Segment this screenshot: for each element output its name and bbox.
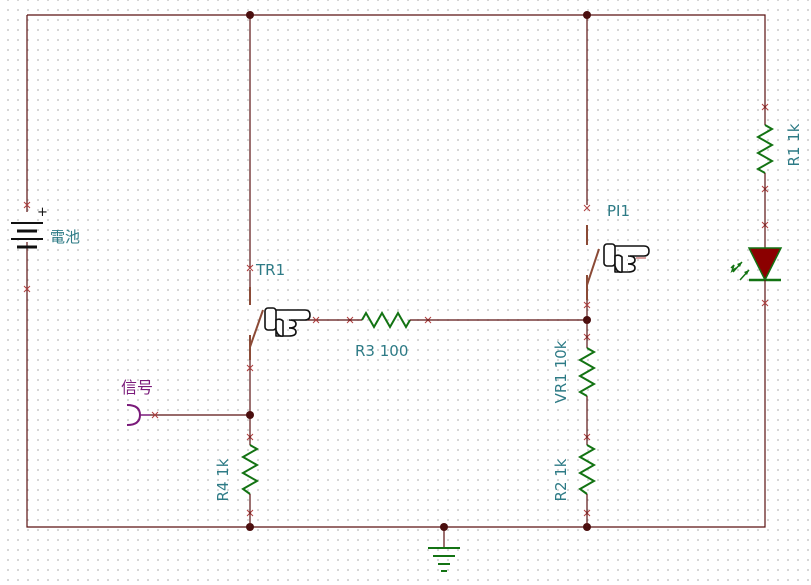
r1-label: R1 1k	[785, 123, 803, 166]
led-icon	[730, 247, 783, 300]
resistor-vr1	[577, 320, 597, 445]
ground-icon	[428, 547, 460, 572]
pi1-label: PI1	[607, 202, 630, 220]
signal-connector-icon	[126, 404, 150, 426]
vr1-label: VR1 10k	[552, 340, 570, 403]
resistor-r2	[577, 444, 597, 527]
battery-label: 電池	[50, 228, 80, 246]
resistor-r4	[240, 425, 260, 527]
resistor-r3	[345, 310, 432, 330]
r2-label: R2 1k	[552, 458, 570, 501]
battery-plus-label: +	[37, 205, 48, 220]
wires	[26, 14, 766, 548]
r4-label: R4 1k	[214, 458, 232, 501]
tr1-label: TR1	[255, 261, 285, 279]
battery-icon	[11, 212, 43, 249]
pointing-hand-icon	[264, 307, 311, 337]
pin-markers	[23, 103, 769, 517]
pi1-switch	[586, 225, 646, 300]
junctions	[246, 11, 591, 531]
signal-label: 信号	[121, 378, 153, 397]
r3-label: R3 100	[355, 342, 408, 360]
tr1-switch	[249, 270, 264, 360]
resistor-r1	[755, 100, 775, 248]
